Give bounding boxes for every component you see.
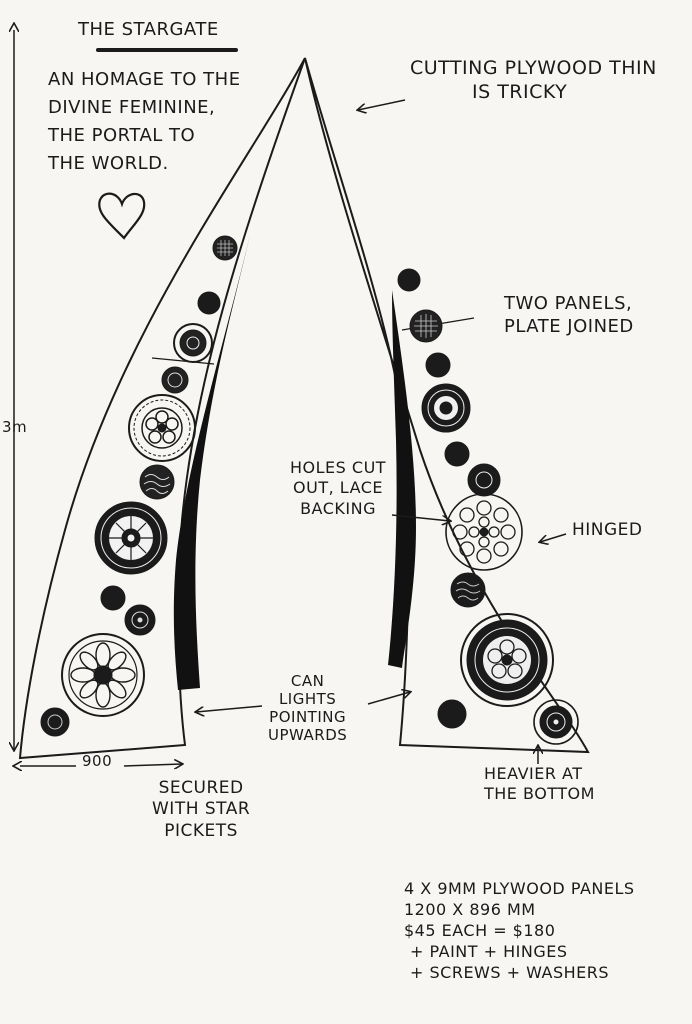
panels-note: TWO PANELS, PLATE JOINED bbox=[504, 292, 634, 338]
hinged-note: HINGED bbox=[572, 520, 643, 540]
width-label: 900 bbox=[82, 752, 113, 770]
arrow-cutting bbox=[358, 99, 406, 110]
spec-line: $45 EACH = $180 bbox=[404, 921, 556, 941]
homage-line: AN HOMAGE TO THE bbox=[48, 69, 241, 90]
cutting-line: IS TRICKY bbox=[472, 81, 568, 104]
title-underline bbox=[96, 48, 238, 52]
left-panel-outline bbox=[18, 57, 306, 760]
rosette-icon bbox=[212, 235, 238, 261]
arrow-hinged bbox=[540, 533, 567, 542]
homage-line: DIVINE FEMININE, bbox=[48, 96, 216, 118]
arrow-canlights-left bbox=[196, 705, 263, 712]
heavier-note: HEAVIER AT THE BOTTOM bbox=[484, 764, 595, 805]
left-panel-shadow bbox=[173, 235, 250, 690]
secured-note: SECURED WITH STAR PICKETS bbox=[152, 778, 250, 842]
homage-note: AN HOMAGE TO THE DIVINE FEMININE, THE PO… bbox=[48, 66, 241, 178]
height-label: 3m bbox=[2, 418, 28, 436]
homage-line: THE PORTAL TO bbox=[48, 124, 196, 146]
secured-line: WITH STAR bbox=[152, 799, 251, 820]
secured-line: PICKETS bbox=[164, 820, 238, 841]
heart-icon bbox=[98, 192, 146, 240]
arrow-holes bbox=[391, 514, 450, 521]
heavier-line: HEAVIER AT bbox=[484, 764, 583, 783]
right-panel-outline bbox=[304, 57, 590, 754]
spec-line: + PAINT + HINGES bbox=[410, 942, 568, 962]
panels-line: TWO PANELS, bbox=[504, 293, 633, 314]
materials-spec: 4 x 9mm PLYWOOD PANELS 1200 x 896 mm $45… bbox=[404, 878, 635, 984]
panels-line: PLATE JOINED bbox=[504, 316, 634, 338]
spec-line: + SCREWS + WASHERS bbox=[410, 963, 610, 983]
heavier-line: THE BOTTOM bbox=[484, 784, 595, 804]
canlights-line: POINTING bbox=[269, 708, 347, 726]
cutting-line: CUTTING PLYWOOD THIN bbox=[410, 57, 657, 79]
holes-line: BACKING bbox=[300, 498, 376, 518]
page-title: THE STARGATE bbox=[78, 19, 219, 40]
homage-line: THE WORLD. bbox=[48, 152, 169, 174]
holes-line: HOLES CUT bbox=[290, 458, 387, 477]
canlights-line: CAN bbox=[290, 672, 325, 690]
canlights-line: UPWARDS bbox=[268, 726, 348, 744]
width-dimension-right bbox=[123, 764, 182, 766]
holes-note: HOLES CUT OUT, LACE BACKING bbox=[290, 458, 386, 519]
canlights-note: CAN LIGHTS POINTING UPWARDS bbox=[268, 672, 347, 744]
left-decorations bbox=[40, 235, 238, 737]
spec-line: 1200 x 896 mm bbox=[404, 900, 536, 920]
secured-line: SECURED bbox=[158, 778, 244, 798]
cutting-note: CUTTING PLYWOOD THIN IS TRICKY bbox=[410, 56, 657, 105]
right-decorations bbox=[397, 268, 579, 745]
left-panel-joint bbox=[151, 357, 215, 365]
holes-line: OUT, LACE bbox=[293, 478, 384, 498]
spec-line: 4 x 9mm PLYWOOD PANELS bbox=[404, 879, 635, 898]
canlights-line: LIGHTS bbox=[278, 690, 337, 708]
right-panel-shadow bbox=[388, 290, 416, 668]
arrow-canlights-right bbox=[367, 692, 410, 705]
